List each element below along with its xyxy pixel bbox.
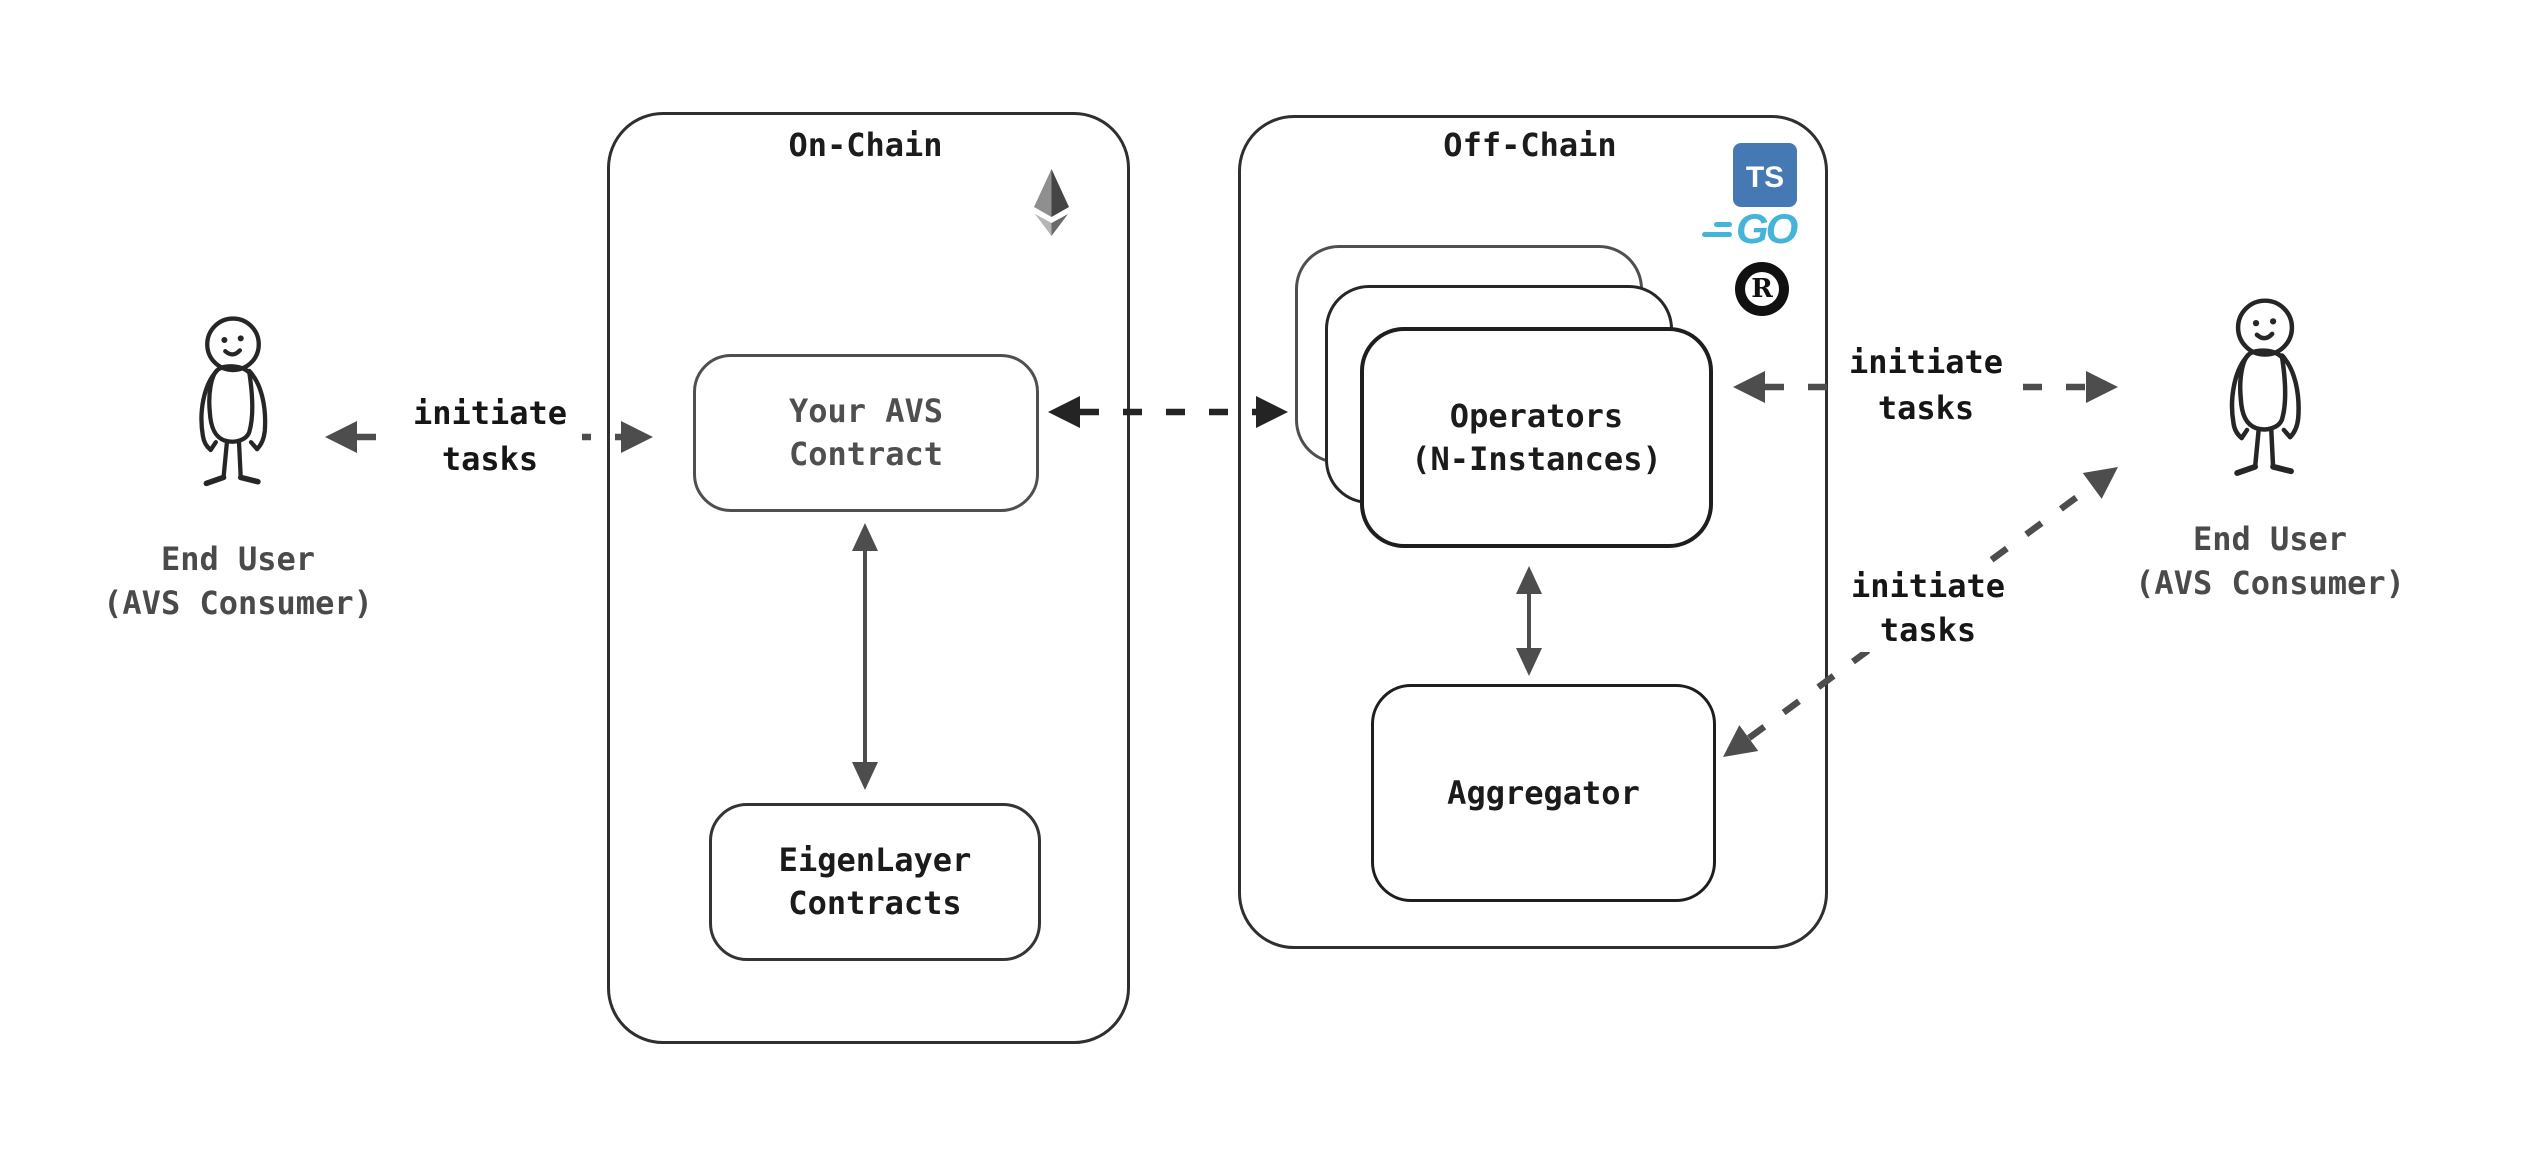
initiate-right-top-line1: initiate [1848, 343, 2004, 381]
left-user-figure [201, 319, 265, 484]
aggregator-box: Aggregator [1371, 684, 1716, 902]
right-user-line1: End User [2192, 520, 2348, 558]
initiate-tasks-label-right-top: initiate tasks [1834, 339, 2018, 431]
eigenlayer-contracts-box: EigenLayer Contracts [709, 803, 1041, 961]
left-user-caption: End User (AVS Consumer) [88, 537, 388, 625]
your-avs-contract-line2: Contract [788, 435, 944, 473]
on-chain-container [607, 112, 1130, 1044]
rust-icon-inner: R [1745, 272, 1779, 306]
left-user-line1: End User [160, 540, 316, 578]
operators-line2: (N-Instances) [1411, 439, 1662, 478]
go-icon: GO [1702, 205, 1798, 252]
eigenlayer-line1: EigenLayer [778, 841, 972, 879]
your-avs-contract-line1: Your AVS [788, 392, 944, 430]
initiate-right-bottom-line1: initiate [1850, 567, 2006, 605]
your-avs-contract-box: Your AVS Contract [693, 354, 1039, 512]
initiate-left-line1: initiate [412, 394, 568, 432]
go-speed-lines [1702, 221, 1732, 237]
rust-icon: R [1735, 262, 1789, 316]
aggregator-label: Aggregator [1447, 773, 1640, 812]
go-icon-label: GO [1736, 205, 1798, 252]
initiate-tasks-label-right-bottom: initiate tasks [1836, 564, 2020, 652]
right-user-line2: (AVS Consumer) [2135, 564, 2405, 602]
typescript-icon: TS [1733, 143, 1797, 207]
right-user-figure [2232, 301, 2299, 473]
initiate-left-line2: tasks [441, 440, 539, 478]
left-user-line2: (AVS Consumer) [103, 584, 373, 622]
operators-box-front: Operators (N-Instances) [1360, 327, 1713, 548]
initiate-right-top-line2: tasks [1877, 389, 1975, 427]
off-chain-title: Off-Chain [1443, 126, 1617, 164]
rust-icon-label: R [1751, 274, 1773, 304]
on-chain-title: On-Chain [788, 126, 943, 164]
operators-line1: Operators [1449, 396, 1624, 435]
typescript-icon-label: TS [1745, 161, 1785, 194]
eigenlayer-line2: Contracts [788, 884, 962, 922]
initiate-right-bottom-line2: tasks [1879, 611, 1977, 649]
initiate-tasks-label-left: initiate tasks [398, 390, 582, 482]
right-user-caption: End User (AVS Consumer) [2120, 517, 2420, 605]
